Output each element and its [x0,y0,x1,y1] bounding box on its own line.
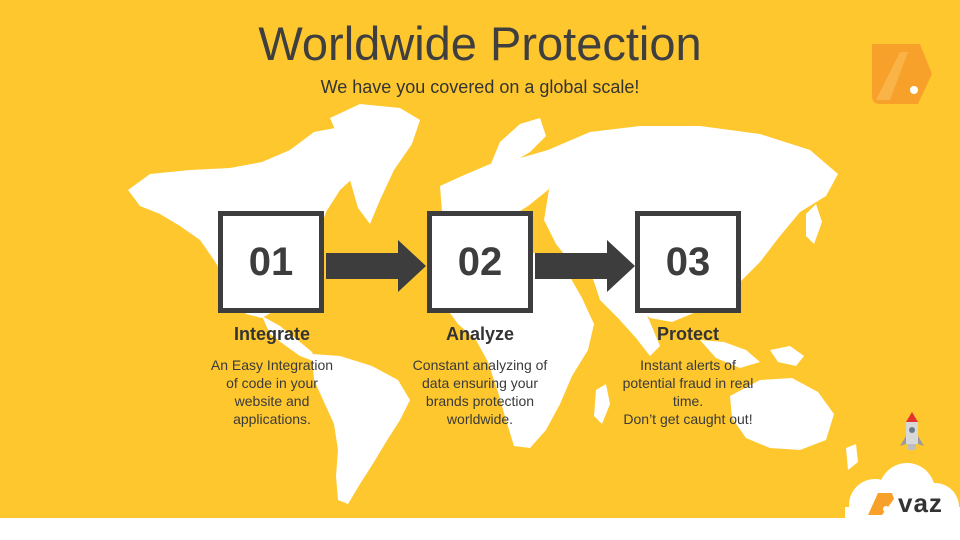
cloud-icon [845,463,960,540]
arrow-right-icon [535,240,635,292]
step-1-number: 01 [248,239,294,284]
step-3-title: Protect [656,324,719,344]
avaz-logo-icon [872,44,932,104]
step-2-title: Analyze [445,324,515,344]
page-title: Worldwide Protection [258,17,702,70]
step-2-description: Constant analyzing of data ensuring your… [412,357,548,427]
step-3-description: Instant alerts of potential fraud in rea… [622,357,754,427]
step-2-box: 02 [427,211,533,313]
step-2-number: 02 [457,239,503,284]
avaz-logo-icon [868,492,894,515]
step-1-box: 01 [218,211,324,313]
brand-logo: vaz [866,488,943,519]
step-3-number: 03 [665,239,711,284]
page-subtitle: We have you covered on a global scale! [320,77,640,97]
step-1-title: Integrate [233,324,311,344]
brand-name: vaz [898,488,943,518]
step-3-box: 03 [635,211,741,313]
step-1-description: An Easy Integration of code in your webs… [210,357,334,427]
rocket-icon [900,412,924,450]
arrow-right-icon [326,240,426,292]
slide: Worldwide Protection We have you covered… [0,0,960,518]
